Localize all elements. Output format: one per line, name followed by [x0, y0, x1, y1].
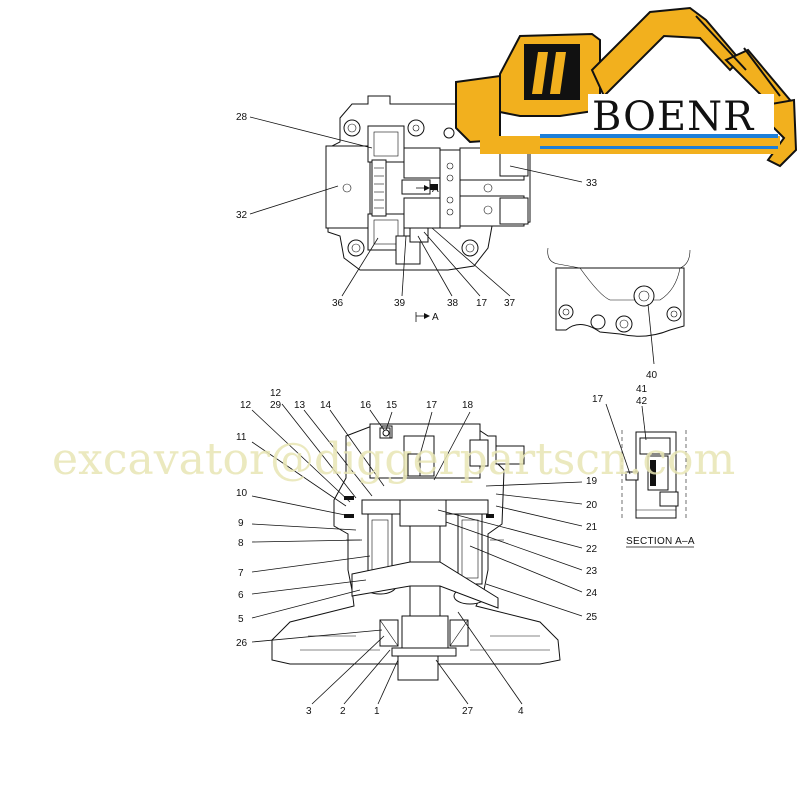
- label-37: 37: [504, 298, 516, 309]
- top-view-labels: 28 32 36 39 38 17 37 33 A A: [236, 112, 598, 323]
- label-10: 10: [236, 488, 248, 499]
- label-23: 23: [586, 566, 598, 577]
- logo-blue-stripe: [540, 134, 778, 138]
- label-29: 29: [270, 400, 282, 411]
- label-5: 5: [238, 614, 244, 625]
- label-28: 28: [236, 112, 248, 123]
- watermark-text: excavator@diggerpartscn.com: [52, 434, 735, 485]
- label-6: 6: [238, 590, 244, 601]
- label-32: 32: [236, 210, 248, 221]
- label-20: 20: [586, 500, 598, 511]
- label-26: 26: [236, 638, 248, 649]
- section-mark-a-inner: A: [432, 184, 439, 195]
- section-mark-a-bottom: A: [432, 312, 439, 323]
- label-27: 27: [462, 706, 474, 717]
- label-11: 11: [236, 432, 247, 443]
- label-16: 16: [360, 400, 372, 411]
- detail-view-40: 40: [547, 247, 691, 381]
- label-33: 33: [586, 178, 598, 189]
- label-21: 21: [586, 522, 598, 533]
- main-section-drawing: [271, 423, 561, 681]
- label-17-main: 17: [426, 400, 438, 411]
- label-36: 36: [332, 298, 344, 309]
- label-12-left: 12: [240, 400, 252, 411]
- label-25: 25: [586, 612, 598, 623]
- label-19: 19: [586, 476, 598, 487]
- label-8: 8: [238, 538, 244, 549]
- main-view-leaders: [251, 403, 583, 705]
- label-40: 40: [646, 370, 658, 381]
- main-view-labels: 12 12 29 13 14 16 15 17 18 11 10 9 8 7 6…: [236, 388, 598, 717]
- logo-body: [455, 74, 501, 144]
- label-13: 13: [294, 400, 306, 411]
- label-9: 9: [238, 518, 244, 529]
- label-1: 1: [374, 706, 380, 717]
- brand-name: BOENR: [592, 94, 755, 140]
- label-38: 38: [447, 298, 459, 309]
- label-15: 15: [386, 400, 398, 411]
- label-24: 24: [586, 588, 598, 599]
- label-42: 42: [636, 396, 648, 407]
- label-17-top: 17: [476, 298, 488, 309]
- top-view-leaders: [249, 116, 583, 297]
- section-title: SECTION A–A: [626, 536, 695, 547]
- label-7: 7: [238, 568, 244, 579]
- label-22: 22: [586, 544, 598, 555]
- label-17-section: 17: [592, 394, 604, 405]
- label-2: 2: [340, 706, 346, 717]
- brand-logo: BOENR: [443, 6, 798, 168]
- label-3: 3: [306, 706, 312, 717]
- logo-base: [480, 136, 780, 154]
- label-39: 39: [394, 298, 406, 309]
- label-4: 4: [518, 706, 524, 717]
- label-12-top: 12: [270, 388, 282, 399]
- label-14: 14: [320, 400, 332, 411]
- label-41: 41: [636, 384, 648, 395]
- logo-boom: [590, 6, 742, 98]
- section-a-a-view: 41 42 17 SECTION A–A: [592, 384, 695, 548]
- label-18: 18: [462, 400, 474, 411]
